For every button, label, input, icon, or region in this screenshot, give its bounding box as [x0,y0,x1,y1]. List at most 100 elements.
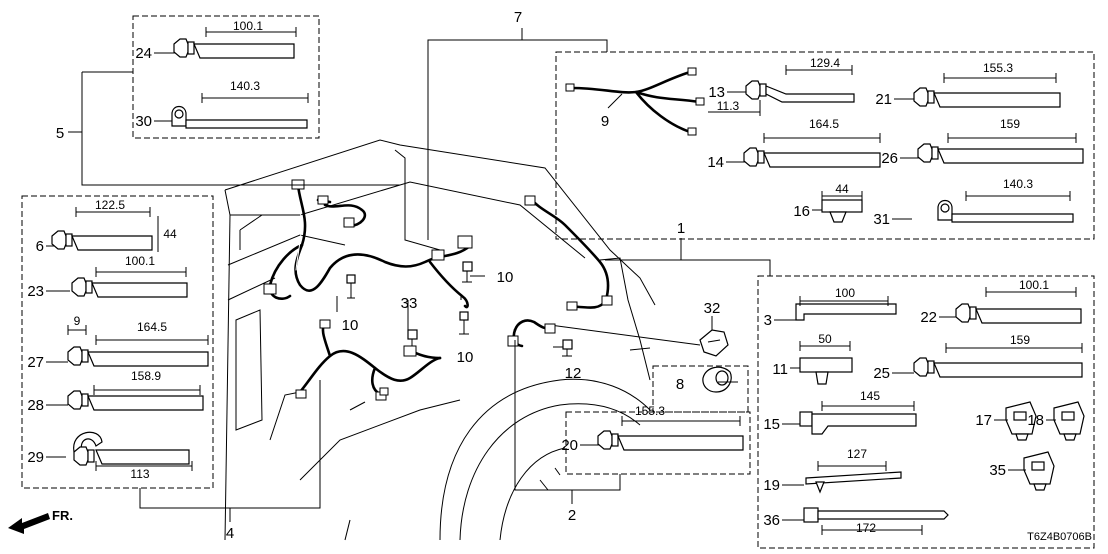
clip-32-icon [699,329,729,357]
group-ref-5: 5 [56,125,64,142]
group-leaders [68,28,771,522]
part-3: 3 100 [764,286,897,329]
dimension-24: 100.1 [233,19,263,33]
diagram-code: T6Z4B0706B [1027,531,1092,543]
bolt-icon [562,339,573,357]
part-26: 26 159 [881,117,1084,167]
dimension-22: 100.1 [1019,278,1049,292]
clamp-8-icon [702,366,732,393]
part-ref-24: 24 [135,45,152,62]
dimension2-13: 11.3 [717,99,740,113]
group-ref-2: 2 [568,507,576,524]
dimension-26: 159 [1000,117,1020,131]
part-ref-30: 30 [135,113,152,130]
part-ref-13: 13 [708,84,725,101]
part-ref-18: 18 [1027,412,1044,429]
bolt-icon [462,261,473,283]
part-35: 35 [989,451,1055,491]
part-15: 15 145 [763,389,917,435]
dimension2-27: 9 [74,314,81,328]
group-boxes [21,15,1095,549]
part-ref-9: 9 [601,113,609,130]
part-ref-29: 29 [27,449,44,466]
part-20: 20 155.3 [561,404,744,454]
dimension2-6: 44 [163,227,177,241]
part-36: 36 172 [763,507,949,535]
bolt-icon [346,274,356,299]
harness-connectors [263,179,613,401]
dimension-27: 164.5 [137,320,167,334]
part-23: 23 100.1 [27,254,188,300]
part-13: 13 129.4 11.3 [708,56,855,116]
part-24: 24 100.1 [135,19,297,62]
callout-12: 12 [565,365,582,382]
dimension-15: 145 [860,389,880,403]
dimension-25: 159 [1010,333,1030,347]
part-ref-31: 31 [873,211,890,228]
group-ref-7: 7 [514,9,522,26]
callout-10-c: 10 [457,349,474,366]
part-22: 22 100.1 [920,278,1082,326]
front-direction-arrow: FR. [8,508,73,534]
vehicle-body-outline [224,139,656,541]
callout-8: 8 [676,376,684,393]
part-ref-14: 14 [707,154,724,171]
dimension-14: 164.5 [809,117,839,131]
part-25: 25 159 [873,333,1083,382]
callout-10-a: 10 [342,317,359,334]
part-27: 27 164.5 9 [27,314,209,371]
part-ref-20: 20 [561,437,578,454]
part-ref-6: 6 [36,238,44,255]
part-ref-11: 11 [772,361,788,378]
bolt-icons [346,261,573,357]
part-31: 31 140.3 [873,177,1074,228]
part-ref-27: 27 [27,354,44,371]
part-14: 14 164.5 [707,117,881,171]
part-ref-15: 15 [763,416,780,433]
dimension-21: 155.3 [983,61,1013,75]
part-6: 6 122.5 44 [36,198,177,255]
part-ref-25: 25 [873,365,890,382]
main-wire-harness [268,183,472,396]
dimension-23: 100.1 [125,254,155,268]
dimension-20: 155.3 [635,404,665,418]
dimension-11: 50 [818,332,832,346]
part-ref-21: 21 [875,91,892,108]
part-ref-23: 23 [27,283,44,300]
dimension-28: 158.9 [131,369,161,383]
part-ref-22: 22 [920,309,937,326]
part-ref-17: 17 [975,412,992,429]
dimension-16: 44 [835,182,849,196]
part-ref-16: 16 [793,203,810,220]
part-21: 21 155.3 [875,61,1061,108]
callout-10-b: 10 [497,269,514,286]
dimension-31: 140.3 [1003,177,1033,191]
part-30: 30 140.3 [135,79,309,130]
dimension-13: 129.4 [810,56,840,70]
dimension-19: 127 [847,447,867,461]
bolt-icon [407,329,418,346]
dimension-30: 140.3 [230,79,260,93]
part-ref-3: 3 [764,312,772,329]
callout-33: 33 [401,295,418,312]
part-11: 50 11 [772,332,853,385]
bolt-icon [459,311,469,335]
dimension-6: 122.5 [95,198,125,212]
dimension-36: 172 [856,521,876,535]
dimension-3: 100 [835,286,855,300]
group-ref-4: 4 [226,525,234,542]
group-ref-1: 1 [677,220,685,237]
part-16: 44 16 [793,182,863,223]
part-17: 17 [975,401,1037,441]
part-ref-26: 26 [881,150,898,167]
callout-32: 32 [704,300,721,317]
part-ref-19: 19 [763,477,780,494]
part-ref-35: 35 [989,462,1006,479]
part-9: 9 [565,67,705,136]
part-18: 18 [1027,401,1085,441]
part-ref-36: 36 [763,512,780,529]
